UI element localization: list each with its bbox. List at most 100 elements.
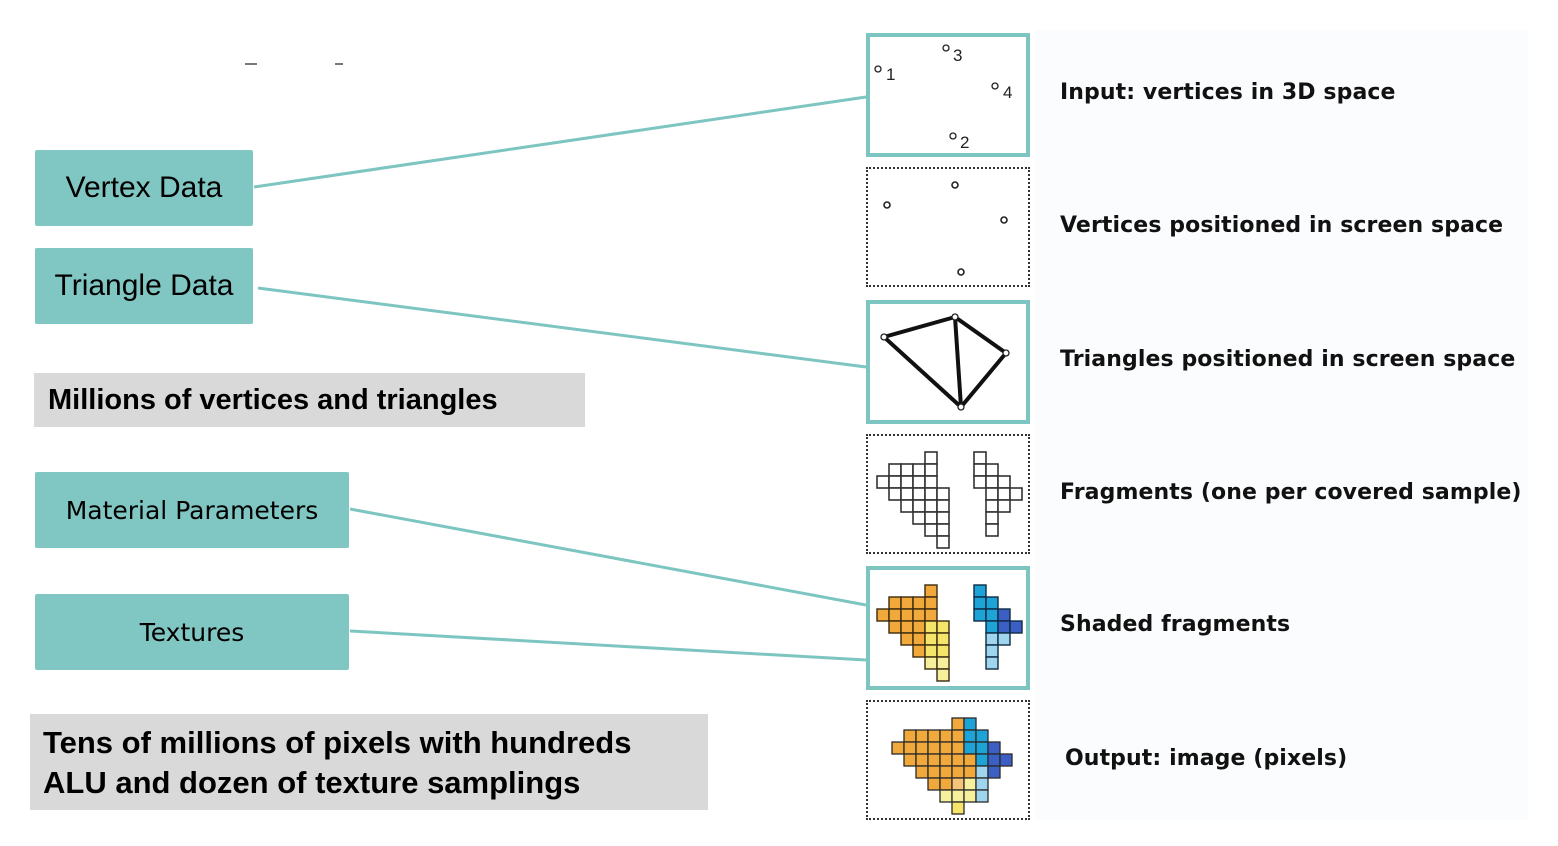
fragment-cell [900, 475, 914, 489]
pixels-note-line-2: ALU and dozen of texture samplings [43, 765, 581, 800]
fragment-cell [973, 451, 987, 465]
vertices-triangles-note: Millions of vertices and triangles [34, 373, 585, 427]
shaded-fragment-cell [888, 596, 902, 610]
vertex-point-1 [874, 65, 882, 73]
output-pixel [963, 789, 977, 803]
fragment-cell [997, 499, 1011, 513]
fragment-cell [888, 463, 902, 477]
textures-box: Textures [35, 594, 349, 670]
output-pixel [939, 741, 953, 755]
fragment-cell [924, 523, 938, 537]
shaded-fragment-cell [912, 596, 926, 610]
fragment-cell [1009, 487, 1023, 501]
fragment-cell [912, 511, 926, 525]
shaded-fragments-illustration [876, 584, 1023, 682]
output-pixel [963, 753, 977, 767]
fragment-cell [912, 475, 926, 489]
fragment-cell [912, 487, 926, 501]
shaded-fragment-cell [924, 620, 938, 634]
shaded-fragment-cell [936, 632, 950, 646]
shaded-fragment-cell [997, 632, 1011, 646]
output-pixel [951, 741, 965, 755]
output-pixel [975, 765, 989, 779]
output-pixel [975, 741, 989, 755]
vertex-label-1: 1 [886, 65, 895, 84]
output-pixel [951, 777, 965, 791]
shaded-fragment-cell [900, 632, 914, 646]
output-pixel [903, 753, 917, 767]
output-pixel [963, 741, 977, 755]
stage-label-screen-vertices: Vertices positioned in screen space [1060, 213, 1504, 238]
output-pixel [987, 741, 1001, 755]
stage-label-triangles: Triangles positioned in screen space [1060, 347, 1516, 372]
output-pixel [987, 753, 1001, 767]
triangle-vertex [1002, 349, 1010, 357]
output-pixel [915, 729, 929, 743]
output-pixel [927, 741, 941, 755]
output-pixel [915, 765, 929, 779]
shaded-fragment-cell [888, 608, 902, 622]
fragment-cell [924, 499, 938, 513]
fragment-cell [985, 463, 999, 477]
triangle-vertex [880, 333, 888, 341]
shaded-fragment-cell [876, 608, 890, 622]
triangles-illustration [880, 313, 1010, 411]
output-pixel [927, 777, 941, 791]
faint-title-remnant [245, 63, 355, 67]
shaded-fragment-cell [900, 620, 914, 634]
shaded-fragment-cell [985, 632, 999, 646]
shaded-fragment-cell [985, 596, 999, 610]
fragments-illustration [876, 451, 1023, 549]
triangle-data-box: Triangle Data [35, 248, 253, 324]
fragment-cell [924, 475, 938, 489]
pipeline-panel-background [1035, 30, 1528, 820]
vertex-point-2 [949, 132, 957, 140]
fragment-cell [985, 523, 999, 537]
output-pixel [903, 741, 917, 755]
triangle-shared-edge [953, 316, 963, 408]
textures-label: Textures [139, 617, 245, 647]
shaded-fragment-cell [985, 620, 999, 634]
shaded-fragment-cell [985, 644, 999, 658]
shaded-fragment-cell [936, 668, 950, 682]
shaded-fragment-cell [900, 596, 914, 610]
vertex-data-box: Vertex Data [35, 150, 253, 226]
fragment-cell [936, 499, 950, 513]
vertex-label-3: 3 [953, 46, 962, 65]
screen-vertex [957, 268, 965, 276]
output-pixel [975, 777, 989, 791]
stage-frame-screen-vertices [866, 167, 1030, 287]
fragment-cell [912, 463, 926, 477]
fragment-cell [973, 463, 987, 477]
stage-label-fragments: Fragments (one per covered sample) [1060, 480, 1522, 505]
triangle-data-label: Triangle Data [54, 269, 234, 302]
fragment-cell [936, 523, 950, 537]
stage-label-output-image: Output: image (pixels) [1065, 746, 1348, 771]
input-vertices-illustration: 1 3 4 2 [874, 44, 1012, 152]
pixels-note-line-1: Tens of millions of pixels with hundreds [43, 725, 632, 760]
fragment-cell [900, 463, 914, 477]
stage-label-shaded-fragments: Shaded fragments [1060, 612, 1291, 637]
shaded-fragment-cell [997, 608, 1011, 622]
screen-vertex [1000, 216, 1008, 224]
stage-label-input-vertices: Input: vertices in 3D space [1060, 80, 1396, 105]
stage-frame-input-vertices [866, 33, 1030, 157]
connector-textures [349, 629, 867, 662]
fragment-cell [900, 499, 914, 513]
output-pixel [939, 765, 953, 779]
shaded-fragment-cell [912, 608, 926, 622]
fragment-cell [924, 487, 938, 501]
fragment-cell [924, 511, 938, 525]
shaded-fragment-cell [924, 656, 938, 670]
fragment-cell [973, 475, 987, 489]
output-pixel [951, 753, 965, 767]
fragment-cell [985, 475, 999, 489]
output-pixel [951, 717, 965, 731]
output-pixel [927, 753, 941, 767]
material-parameters-label: Material Parameters [65, 495, 319, 525]
fragment-cell [997, 487, 1011, 501]
output-pixel [963, 717, 977, 731]
vertex-point-3 [942, 44, 950, 52]
output-pixel [915, 741, 929, 755]
output-pixel [963, 765, 977, 779]
